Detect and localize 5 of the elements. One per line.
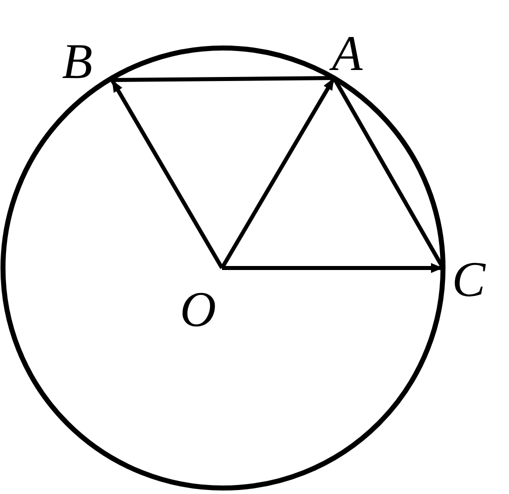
point-label: C xyxy=(452,254,486,304)
vector-arrow xyxy=(110,78,224,270)
point-label: B xyxy=(62,36,93,86)
point-label: O xyxy=(180,284,216,334)
vector-arrow xyxy=(222,263,443,273)
